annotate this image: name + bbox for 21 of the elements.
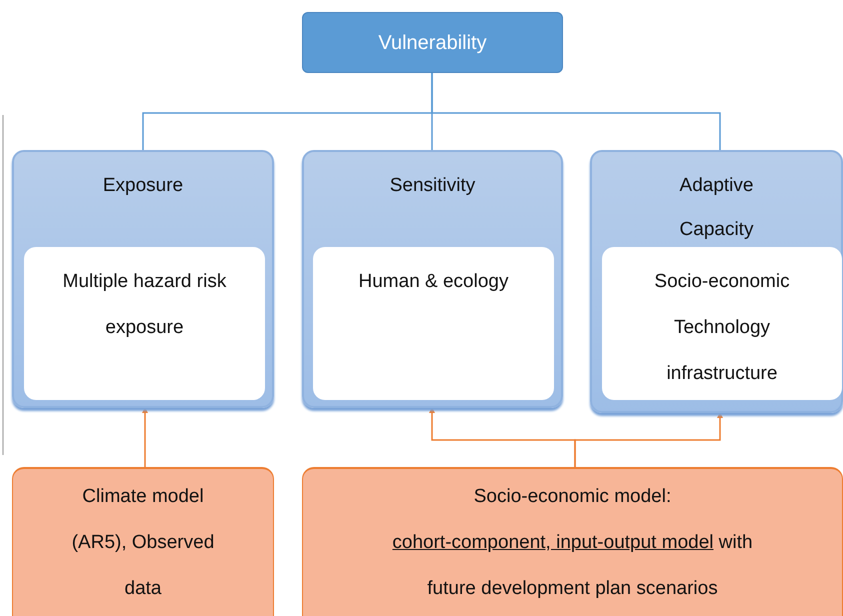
connector xyxy=(142,407,148,467)
root-box xyxy=(302,12,563,73)
content-box xyxy=(313,247,554,400)
node-text: Exposure xyxy=(102,174,184,198)
connector xyxy=(574,412,723,467)
node-text: Climate model (AR5), Observed data xyxy=(70,484,216,600)
data-source-box xyxy=(12,467,274,616)
data-source-box xyxy=(302,467,843,616)
connector xyxy=(431,73,721,150)
node-text: Adaptive Capacity xyxy=(678,174,754,242)
node-text: Vulnerability xyxy=(378,30,487,56)
category-box xyxy=(12,150,274,408)
category-box xyxy=(302,150,563,408)
node-text: Human & ecology xyxy=(358,270,508,294)
node-text: Multiple hazard risk exposure xyxy=(62,270,228,340)
node-text: Socio-economic Technology infrastructure xyxy=(653,270,791,386)
node-text: Sensitivity xyxy=(388,174,476,198)
content-box xyxy=(602,247,842,400)
content-box xyxy=(24,247,265,400)
node-text: Socio-economic model: cohort-component, input-output model with future development plan scenarios xyxy=(391,484,754,600)
category-box xyxy=(590,150,843,413)
